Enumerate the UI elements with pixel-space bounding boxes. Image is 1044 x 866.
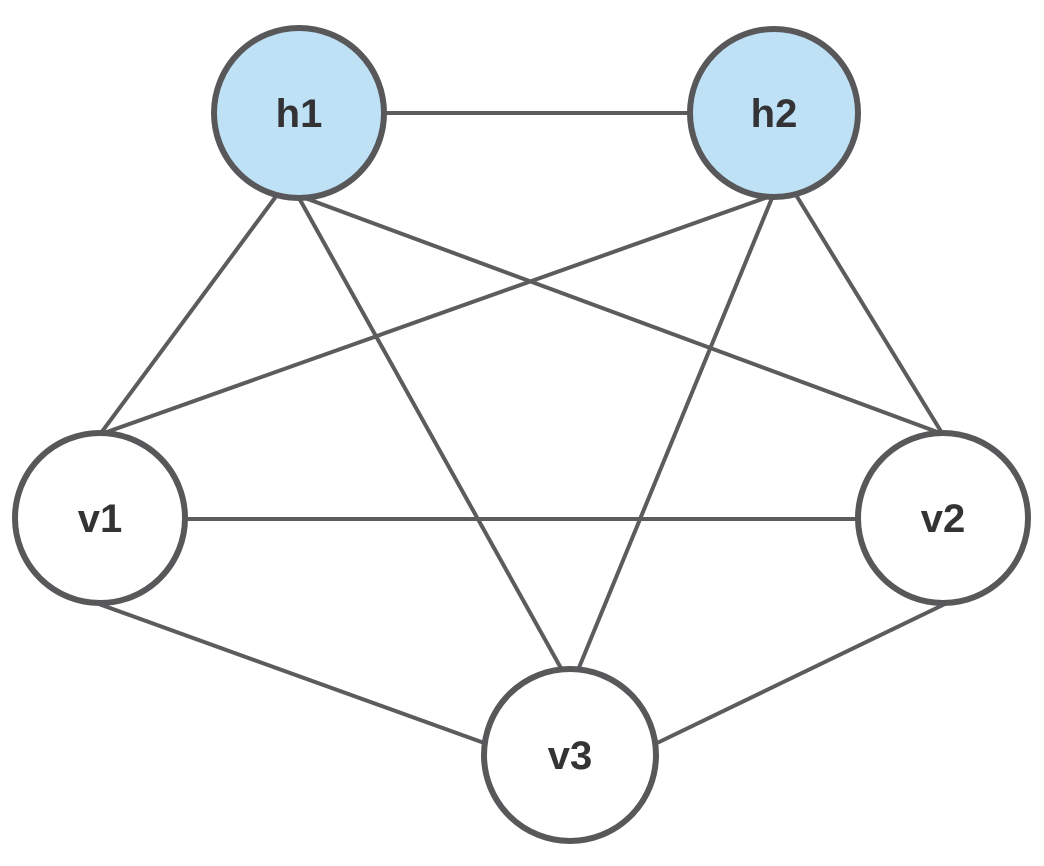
graph-edge-v1-v3[interactable] <box>95 601 488 746</box>
node-label-h2: h2 <box>751 92 798 136</box>
graph-edge-h2-v3[interactable] <box>576 197 774 671</box>
node-circle-v2[interactable] <box>855 430 1031 606</box>
node-label-h1: h1 <box>276 92 323 136</box>
node-layer: h1 h2 v1 v2 v3 <box>12 25 1031 844</box>
node-circle-h1[interactable] <box>211 25 387 201</box>
graph-edge-h2-v1[interactable] <box>103 195 769 435</box>
graph-edge-v2-v3[interactable] <box>654 601 948 746</box>
edge-layer <box>95 111 948 746</box>
graph-edge-h2-v2[interactable] <box>794 193 944 435</box>
graph-edge-h1-v3[interactable] <box>297 197 564 671</box>
graph-node-v3[interactable]: v3 <box>481 666 659 844</box>
node-circle-v3[interactable] <box>481 666 659 844</box>
node-label-v2: v2 <box>921 497 966 541</box>
graph-edge-h1-v1[interactable] <box>99 193 279 435</box>
graph-node-v1[interactable]: v1 <box>12 430 188 606</box>
graph-node-h1[interactable]: h1 <box>211 25 387 201</box>
node-label-v1: v1 <box>78 497 123 541</box>
graph-node-v2[interactable]: v2 <box>855 430 1031 606</box>
node-label-v3: v3 <box>548 734 593 778</box>
node-circle-h2[interactable] <box>687 26 861 200</box>
graph-edge-h1-v2[interactable] <box>304 196 941 435</box>
node-circle-v1[interactable] <box>12 430 188 606</box>
graph-node-h2[interactable]: h2 <box>687 26 861 200</box>
